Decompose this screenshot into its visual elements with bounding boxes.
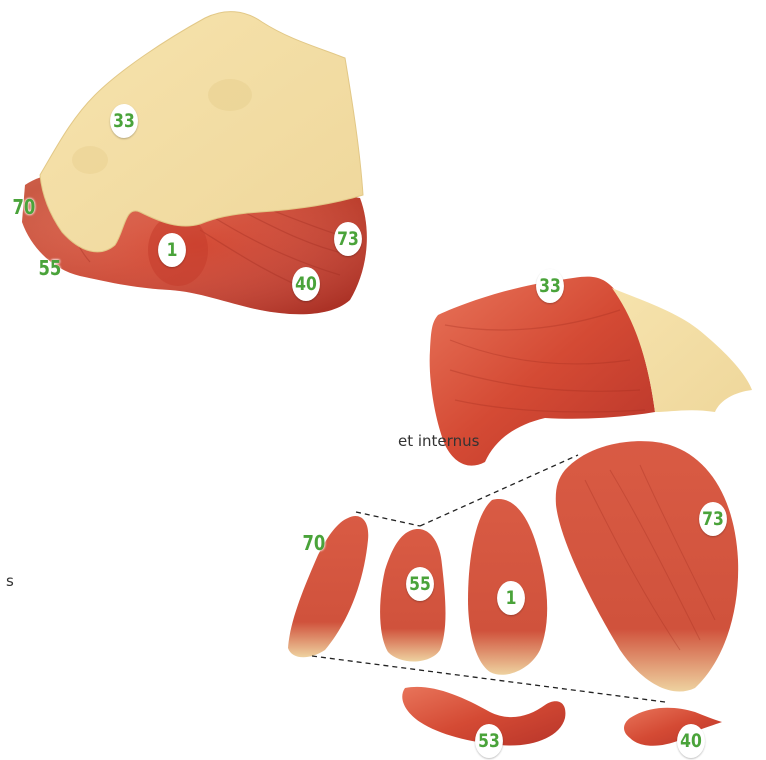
label-exp-55: 55 — [406, 567, 434, 601]
side-text-line-2: s — [6, 572, 14, 590]
label-exp-53: 53 — [475, 724, 503, 758]
side-text-line-1: et internus — [398, 432, 479, 450]
label-top-33: 33 — [110, 104, 138, 138]
exploded-40 — [624, 708, 722, 746]
exploded-70 — [288, 516, 368, 657]
label-exp-70: 70 — [303, 531, 326, 555]
label-top-40: 40 — [292, 267, 320, 301]
label-top-1: 1 — [158, 233, 186, 267]
label-top-73: 73 — [334, 222, 362, 256]
exploded-73 — [556, 441, 738, 691]
top-assembly — [22, 12, 367, 315]
label-exp-33: 33 — [536, 269, 564, 303]
label-exp-1: 1 — [497, 581, 525, 615]
label-exp-40: 40 — [677, 724, 705, 758]
label-top-70: 70 — [13, 195, 36, 219]
label-exp-73: 73 — [699, 502, 727, 536]
label-top-55: 55 — [39, 256, 62, 280]
